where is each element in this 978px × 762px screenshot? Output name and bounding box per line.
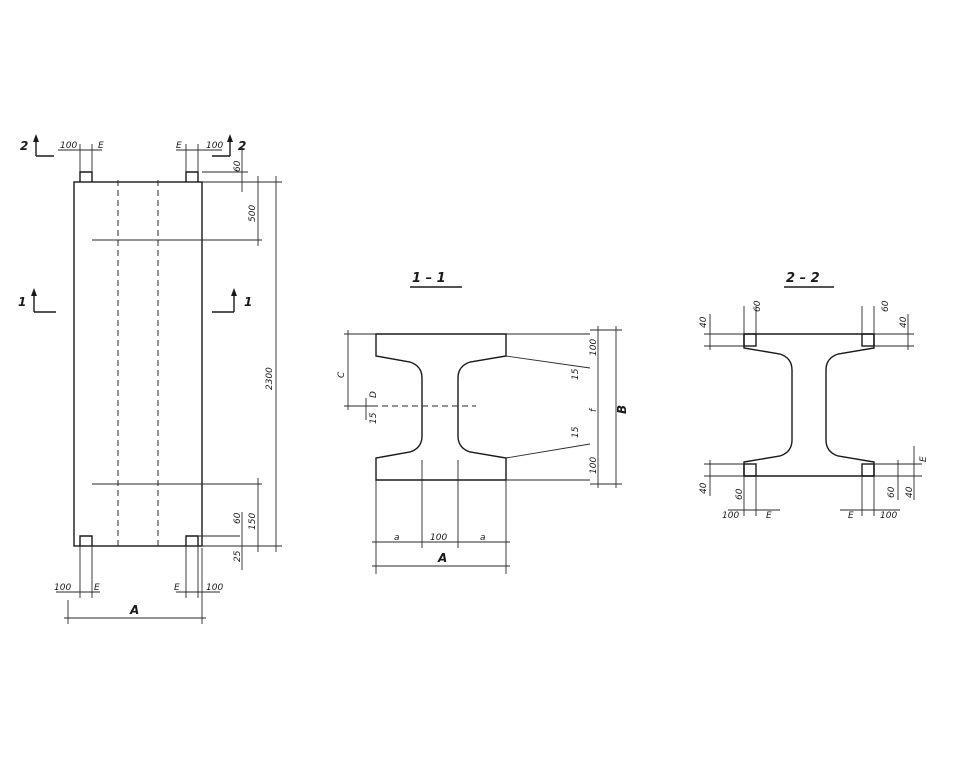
dim-a-left: a — [394, 533, 400, 543]
elevation-view: 2 2 1 1 100 E — [18, 134, 282, 624]
section-2-2-profile — [743, 333, 875, 477]
section-marker-2-left: 2 — [20, 134, 54, 157]
dim-60-tl: 60 — [753, 300, 763, 312]
dim-right-total: 2300 — [265, 367, 275, 390]
section-label-2-left: 2 — [20, 139, 28, 153]
section-marker-1-left: 1 — [18, 288, 56, 313]
dim-60-tr: 60 — [881, 300, 891, 312]
dim-40-br: 40 — [905, 486, 915, 498]
dim-100-top: 100 — [589, 339, 599, 356]
dim-e-side: E — [919, 456, 929, 462]
top-notch-right — [185, 171, 199, 182]
dim-15-lower: 15 — [571, 426, 581, 438]
dim-60-br: 60 — [887, 486, 897, 498]
dim-b: B — [615, 405, 629, 414]
section-2-2-title: 2 – 2 — [786, 271, 820, 286]
dim-bottom-100-right: 100 — [206, 583, 223, 593]
top-notch-left — [79, 171, 93, 182]
section-1-1-profile — [375, 333, 507, 481]
section-1-1-title: 1 – 1 — [412, 271, 446, 286]
dim-e-bl: E — [766, 511, 772, 521]
right-dimensions: 60 500 2300 150 60 25 — [198, 146, 282, 570]
dim-bottom-100-left: 100 — [54, 583, 71, 593]
section-marker-1-right: 1 — [212, 288, 252, 313]
dim-40-bl: 40 — [699, 482, 709, 494]
dim-top-100-right: 100 — [206, 141, 223, 151]
dim-bottom-e-right: E — [174, 583, 180, 593]
dim-f: f — [589, 407, 599, 412]
dim-100-br: 100 — [880, 511, 897, 521]
dim-100: 100 — [430, 533, 447, 543]
dim-40-l: 40 — [699, 316, 709, 328]
bottom-notch-left — [79, 535, 93, 546]
dim-top-100-left: 100 — [60, 141, 77, 151]
top-dimensions: 100 E E 100 — [58, 141, 223, 172]
column-outline — [73, 181, 203, 547]
dim-c: C — [337, 371, 347, 378]
dim-100-bl: 100 — [722, 511, 739, 521]
dim-bottom-e-left: E — [94, 583, 100, 593]
dim-60-bl: 60 — [735, 488, 745, 500]
dim-right-500: 500 — [248, 205, 258, 222]
dim-right-25: 25 — [233, 550, 243, 562]
bottom-dimensions: 100 E E 100 A — [54, 546, 223, 624]
dim-100-bottom: 100 — [589, 457, 599, 474]
section-1-1-view: 1 – 1 C D 15 a 100 a A 100 — [337, 271, 629, 574]
dim-d: D — [369, 391, 379, 398]
dim-15-upper: 15 — [571, 368, 581, 380]
dim-a-right: a — [480, 533, 486, 543]
section-label-1-right: 1 — [244, 295, 252, 309]
dim-e-br: E — [848, 511, 854, 521]
section-2-2-view: 2 – 2 60 60 40 40 40 60 100 E — [699, 271, 929, 521]
dim-bottom-a: A — [129, 603, 139, 617]
dim-right-150: 150 — [248, 513, 258, 530]
dim-15-top: 15 — [369, 412, 379, 424]
bottom-notch-right — [185, 535, 199, 546]
dim-right-60-top: 60 — [233, 160, 243, 172]
dim-top-e-left: E — [98, 141, 104, 151]
dim-40-r: 40 — [899, 316, 909, 328]
dim-top-e-right: E — [176, 141, 182, 151]
dim-right-60-bottom: 60 — [233, 512, 243, 524]
dim-a-total: A — [437, 551, 447, 565]
section-label-1-left: 1 — [18, 295, 26, 309]
